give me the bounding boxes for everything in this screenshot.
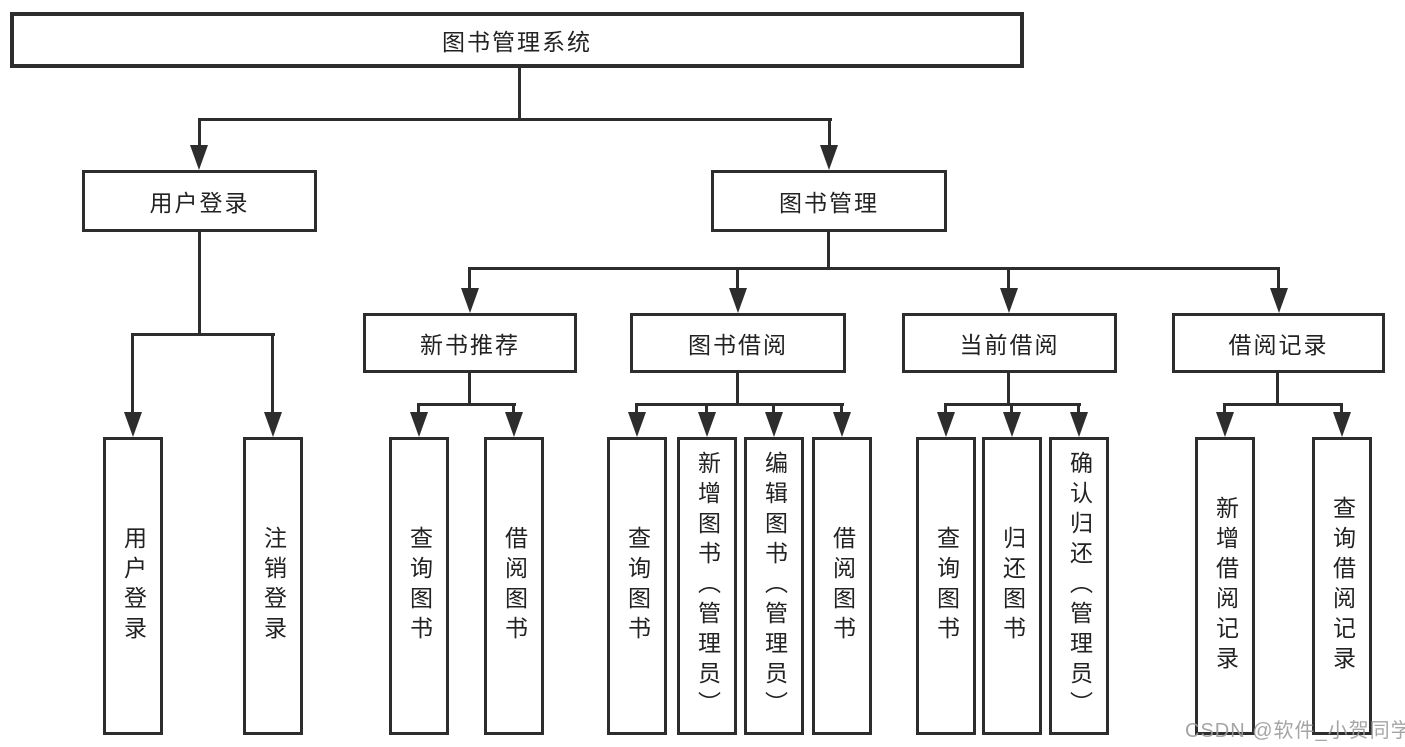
leaf-query-borrow-record-label: 查询借阅记录: [1329, 496, 1356, 676]
arrow-down-icon: [190, 145, 208, 170]
connector-borrow-records-stem: [1276, 373, 1279, 406]
connector-root-stem: [518, 66, 521, 118]
arrow-down-icon: [937, 412, 955, 437]
arrow-down-icon: [698, 412, 716, 437]
leaf-user-login: 用户登录: [103, 437, 163, 735]
leaf-query-books-2: 查询图书: [607, 437, 667, 735]
arrow-down-icon: [1333, 412, 1351, 437]
arrow-down-icon: [1270, 288, 1288, 313]
leaf-user-login-label: 用户登录: [120, 526, 147, 646]
connector-drop-leaf: [271, 333, 274, 417]
connector-rail-level2: [198, 118, 832, 121]
node-new-book-recommend-label: 新书推荐: [420, 332, 520, 358]
arrow-down-icon: [1216, 412, 1234, 437]
node-current-borrow-label: 当前借阅: [959, 332, 1060, 358]
connector-drop-leaf: [131, 333, 134, 417]
leaf-add-borrow-record-label: 新增借阅记录: [1212, 496, 1239, 676]
connector-rail-level3: [468, 267, 1280, 270]
connector-drop-leaf: [1340, 403, 1343, 417]
node-book-borrow-label: 图书借阅: [688, 332, 788, 358]
connector-rail-book-borrow: [635, 403, 844, 406]
arrow-down-icon: [1000, 288, 1018, 313]
node-library-system: 图书管理系统: [10, 12, 1024, 68]
connector-current-borrow-stem: [1007, 373, 1010, 406]
connector-drop-l3: [468, 267, 471, 293]
arrow-down-icon: [820, 145, 838, 170]
connector-drop-leaf: [772, 403, 775, 417]
node-book-management: 图书管理: [711, 170, 947, 232]
leaf-add-books-admin-label: 新增图书（管理员）: [694, 451, 721, 721]
connector-drop-leaf: [1077, 403, 1080, 417]
leaf-confirm-return-admin: 确认归还（管理员）: [1049, 437, 1109, 735]
arrow-down-icon: [124, 412, 142, 437]
connector-book-borrow-stem: [736, 373, 739, 406]
node-current-borrow: 当前借阅: [902, 313, 1117, 373]
connector-drop-leaf: [1223, 403, 1226, 417]
node-user-login-label: 用户登录: [149, 190, 250, 216]
leaf-query-books-1-label: 查询图书: [406, 526, 433, 646]
connector-drop-leaf: [1010, 403, 1013, 417]
node-user-login: 用户登录: [82, 170, 317, 232]
connector-drop-user-login: [198, 118, 201, 150]
leaf-logout-label: 注销登录: [260, 526, 287, 646]
connector-drop-leaf: [944, 403, 947, 417]
leaf-borrow-books-2-label: 借阅图书: [829, 526, 856, 646]
leaf-add-books-admin: 新增图书（管理员）: [677, 437, 737, 735]
leaf-return-books: 归还图书: [982, 437, 1042, 735]
leaf-confirm-return-admin-label: 确认归还（管理员）: [1066, 451, 1093, 721]
arrow-down-icon: [628, 412, 646, 437]
leaf-edit-books-admin: 编辑图书（管理员）: [744, 437, 804, 735]
leaf-add-borrow-record: 新增借阅记录: [1195, 437, 1255, 735]
connector-drop-book-management: [828, 118, 831, 150]
leaf-edit-books-admin-label: 编辑图书（管理员）: [761, 451, 788, 721]
connector-drop-leaf: [512, 403, 515, 417]
arrow-down-icon: [765, 412, 783, 437]
connector-drop-l3: [1007, 267, 1010, 293]
node-borrow-records-label: 借阅记录: [1228, 332, 1329, 358]
connector-drop-leaf: [635, 403, 638, 417]
arrow-down-icon: [410, 412, 428, 437]
connector-drop-leaf: [840, 403, 843, 417]
connector-drop-leaf: [417, 403, 420, 417]
node-new-book-recommend: 新书推荐: [363, 313, 577, 373]
connector-rail-user-login: [131, 333, 275, 336]
connector-user-login-stem: [198, 232, 201, 336]
leaf-query-books-3: 查询图书: [916, 437, 976, 735]
arrow-down-icon: [1070, 412, 1088, 437]
leaf-query-borrow-record: 查询借阅记录: [1312, 437, 1372, 735]
connector-book-management-stem: [827, 232, 830, 270]
leaf-logout: 注销登录: [243, 437, 303, 735]
node-borrow-records: 借阅记录: [1172, 313, 1385, 373]
leaf-borrow-books-2: 借阅图书: [812, 437, 872, 735]
arrow-down-icon: [264, 412, 282, 437]
arrow-down-icon: [505, 412, 523, 437]
node-library-system-label: 图书管理系统: [442, 29, 592, 55]
node-book-borrow: 图书借阅: [630, 313, 846, 373]
connector-drop-leaf: [705, 403, 708, 417]
leaf-query-books-2-label: 查询图书: [624, 526, 651, 646]
node-book-management-label: 图书管理: [779, 190, 879, 216]
leaf-query-books-3-label: 查询图书: [933, 526, 960, 646]
arrow-down-icon: [729, 288, 747, 313]
arrow-down-icon: [833, 412, 851, 437]
leaf-borrow-books-1: 借阅图书: [484, 437, 544, 735]
leaf-query-books-1: 查询图书: [389, 437, 449, 735]
connector-drop-l3: [736, 267, 739, 293]
arrow-down-icon: [1003, 412, 1021, 437]
connector-drop-l3: [1277, 267, 1280, 293]
connector-rail-new-book: [417, 403, 516, 406]
watermark: CSDN @软件_小贺同学: [1185, 720, 1405, 742]
leaf-return-books-label: 归还图书: [999, 526, 1026, 646]
connector-rail-borrow-records: [1223, 403, 1343, 406]
connector-new-book-stem: [468, 373, 471, 406]
leaf-borrow-books-1-label: 借阅图书: [501, 526, 528, 646]
arrow-down-icon: [461, 288, 479, 313]
